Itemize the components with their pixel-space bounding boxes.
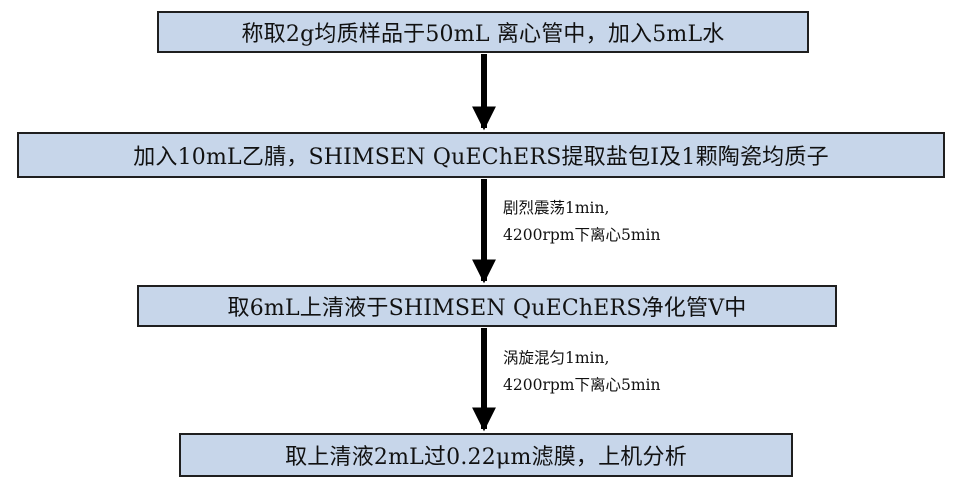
note-vortex-centrifuge: 涡旋混匀1min, 4200rpm下离心5min xyxy=(503,345,660,399)
step-4-text: 取上清液2mL过0.22μm滤膜，上机分析 xyxy=(285,445,687,470)
note-shake-centrifuge: 剧烈震荡1min, 4200rpm下离心5min xyxy=(503,195,660,249)
step-2-text: 加入10mL乙腈，SHIMSEN QuEChERS提取盐包I及1颗陶瓷均质子 xyxy=(133,145,829,170)
note-2-line-2: 4200rpm下离心5min xyxy=(503,376,661,394)
step-1-text: 称取2g均质样品于50mL 离心管中，加入5mL水 xyxy=(241,22,725,47)
step-4-box: 取上清液2mL过0.22μm滤膜，上机分析 xyxy=(179,433,793,477)
note-2-line-1: 涡旋混匀1min, xyxy=(503,349,610,367)
step-2-box: 加入10mL乙腈，SHIMSEN QuEChERS提取盐包I及1颗陶瓷均质子 xyxy=(17,132,945,178)
step-1-box: 称取2g均质样品于50mL 离心管中，加入5mL水 xyxy=(157,11,809,53)
step-3-box: 取6mL上清液于SHIMSEN QuEChERS净化管V中 xyxy=(137,285,837,327)
note-1-line-2: 4200rpm下离心5min xyxy=(503,226,661,244)
step-3-text: 取6mL上清液于SHIMSEN QuEChERS净化管V中 xyxy=(227,296,747,321)
note-1-line-1: 剧烈震荡1min, xyxy=(503,199,610,217)
